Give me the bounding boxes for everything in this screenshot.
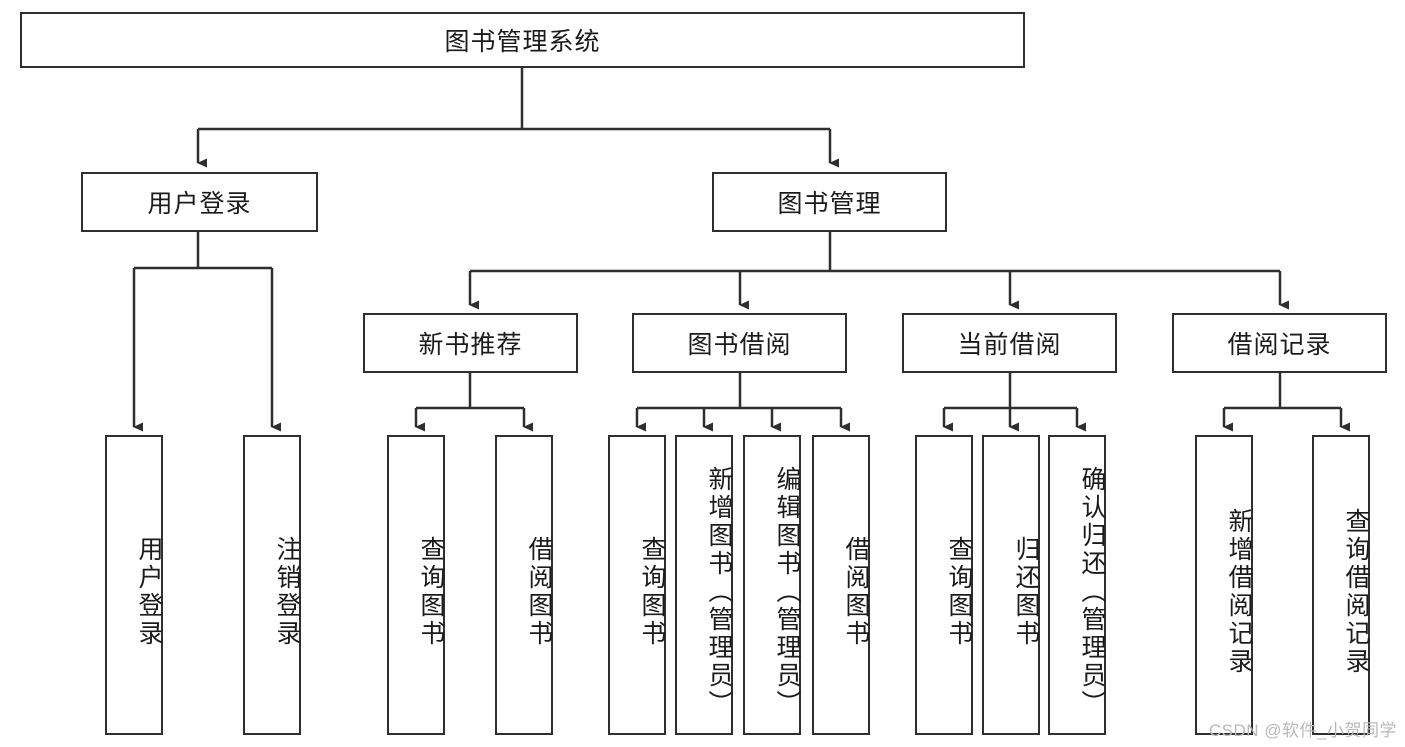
node-book-borrow[interactable]: 图书借阅 — [632, 313, 847, 373]
leaf-edit-book[interactable]: 编辑图书（管理员） — [743, 435, 801, 735]
leaf-return-book-label: 归还图书 — [1012, 536, 1040, 648]
csdn-watermark: CSDN @软件_小贺同学 — [1208, 721, 1397, 740]
node-new-book-recommend[interactable]: 新书推荐 — [363, 313, 578, 373]
leaf-add-book[interactable]: 新增图书（管理员） — [675, 435, 733, 735]
node-root[interactable]: 图书管理系统 — [20, 12, 1025, 68]
leaf-add-book-label: 新增图书（管理员） — [705, 466, 733, 718]
leaf-confirm-return-label: 确认归还（管理员） — [1078, 466, 1106, 718]
node-book-management-label: 图书管理 — [777, 190, 882, 218]
leaf-add-record-label: 新增借阅记录 — [1225, 508, 1253, 676]
leaf-borrow-book-2-label: 借阅图书 — [842, 536, 870, 648]
leaf-user-login[interactable]: 用户登录 — [105, 435, 163, 735]
leaf-query-book-2-label: 查询图书 — [638, 536, 666, 648]
leaf-query-book-3-label: 查询图书 — [945, 536, 973, 648]
node-borrow-record[interactable]: 借阅记录 — [1172, 313, 1387, 373]
node-user-login[interactable]: 用户登录 — [81, 172, 318, 232]
node-root-label: 图书管理系统 — [444, 28, 601, 56]
leaf-query-book-3[interactable]: 查询图书 — [915, 435, 973, 735]
leaf-query-book-1-label: 查询图书 — [417, 536, 445, 648]
leaf-query-book-2[interactable]: 查询图书 — [608, 435, 666, 735]
leaf-borrow-book-1[interactable]: 借阅图书 — [495, 435, 553, 735]
leaf-return-book[interactable]: 归还图书 — [982, 435, 1040, 735]
node-book-management[interactable]: 图书管理 — [712, 172, 947, 232]
leaf-user-login-label: 用户登录 — [135, 536, 163, 648]
leaf-query-record[interactable]: 查询借阅记录 — [1312, 435, 1370, 735]
node-new-book-recommend-label: 新书推荐 — [418, 331, 523, 359]
leaf-logout-login-label: 注销登录 — [273, 536, 301, 648]
node-current-borrow-label: 当前借阅 — [957, 331, 1062, 359]
node-user-login-label: 用户登录 — [147, 190, 252, 218]
node-borrow-record-label: 借阅记录 — [1227, 331, 1332, 359]
node-book-borrow-label: 图书借阅 — [687, 331, 792, 359]
leaf-logout-login[interactable]: 注销登录 — [243, 435, 301, 735]
leaf-borrow-book-2[interactable]: 借阅图书 — [812, 435, 870, 735]
leaf-query-record-label: 查询借阅记录 — [1342, 508, 1370, 676]
leaf-add-record[interactable]: 新增借阅记录 — [1195, 435, 1253, 735]
leaf-borrow-book-1-label: 借阅图书 — [525, 536, 553, 648]
leaf-edit-book-label: 编辑图书（管理员） — [773, 466, 801, 718]
leaf-query-book-1[interactable]: 查询图书 — [387, 435, 445, 735]
leaf-confirm-return[interactable]: 确认归还（管理员） — [1048, 435, 1106, 735]
node-current-borrow[interactable]: 当前借阅 — [902, 313, 1117, 373]
